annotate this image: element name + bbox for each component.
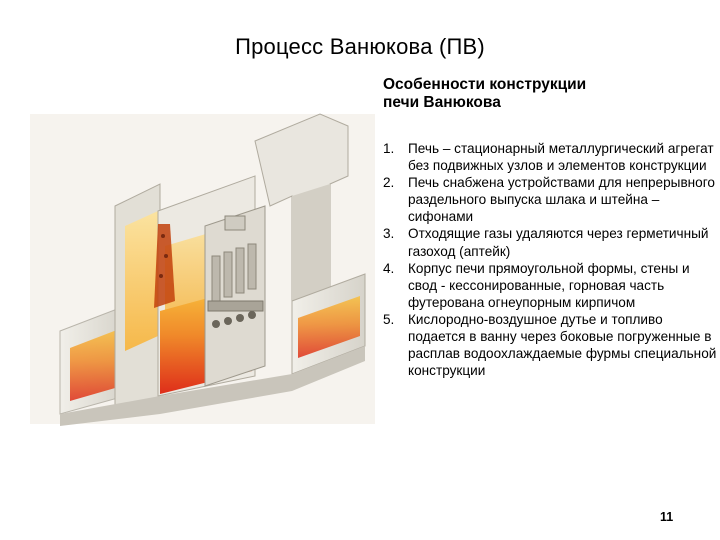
page-number: 11 bbox=[660, 510, 674, 524]
feature-item-2: 2. Печь снабжена устройствами для непреры… bbox=[383, 174, 718, 225]
subtitle-line-2: печи Ванюкова bbox=[383, 94, 501, 111]
charge-feed-stream bbox=[154, 224, 175, 308]
tuyere-block bbox=[204, 205, 266, 387]
subtitle-line-1: Особенности конструкции bbox=[383, 76, 587, 93]
slide-title: Процесс Ванюкова (ПВ) bbox=[235, 34, 485, 59]
feature-text: Печь снабжена устройствами для непрерывн… bbox=[408, 175, 715, 225]
furnace-left-wall bbox=[114, 183, 161, 415]
feature-item-4: 4. Корпус печи прямоугольной формы, стены… bbox=[383, 260, 718, 311]
feature-list: 1. Печь – стационарный металлургический а… bbox=[383, 140, 718, 379]
feature-number: 5. bbox=[383, 311, 395, 327]
feature-item-3: 3. Отходящие газы удаляются через гермети… bbox=[383, 225, 718, 259]
feature-number: 3. bbox=[383, 226, 395, 242]
right-siphon bbox=[291, 273, 366, 375]
feature-text: Кислородно-воздушное дутье и топливо под… bbox=[408, 311, 717, 379]
section-subtitle: Особенности конструкции печи Ванюкова bbox=[383, 76, 713, 112]
feature-text: Отходящие газы удаляются через герметичн… bbox=[408, 226, 709, 259]
feature-number: 1. bbox=[383, 141, 395, 156]
feature-number: 4. bbox=[383, 260, 395, 276]
feature-item-5: 5. Кислородно-воздушное дутье и топливо п… bbox=[383, 311, 718, 379]
feature-item-1: 1. Печь – стационарный металлургический а… bbox=[383, 140, 718, 174]
feature-number: 2. bbox=[383, 175, 395, 191]
furnace-cutaway-illustration bbox=[30, 113, 375, 426]
feature-text: Печь – стационарный металлургический агр… bbox=[408, 141, 714, 174]
uptake-duct bbox=[254, 113, 349, 312]
feature-text: Корпус печи прямоугольной формы, стены и… bbox=[408, 260, 690, 310]
hearth bbox=[60, 346, 365, 426]
